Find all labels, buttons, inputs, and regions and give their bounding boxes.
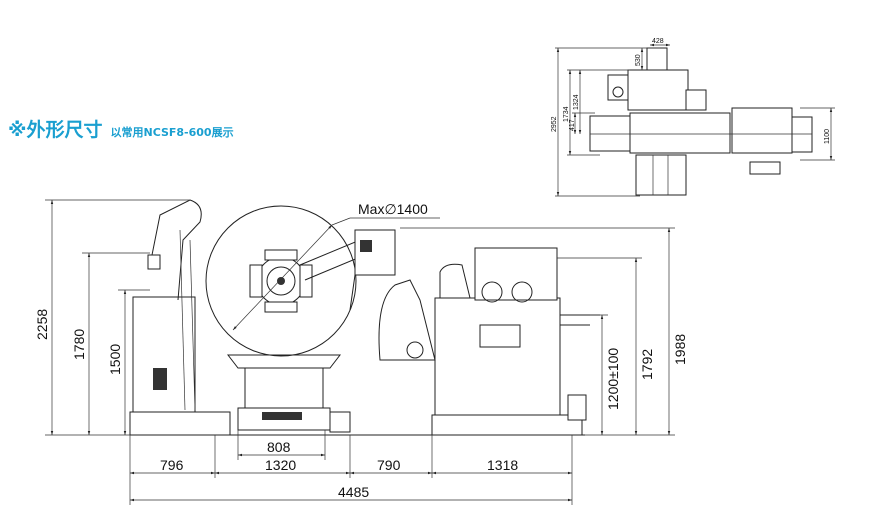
bottom-width-dimensions: 808 796 1320 790 1318 4485: [129, 430, 573, 505]
front-view-machine: [129, 199, 600, 436]
top-height-1324: 1324: [573, 94, 580, 110]
height-2258: 2258: [34, 309, 50, 340]
height-1780: 1780: [71, 329, 87, 360]
right-height-dimensions: 1200±100 1792 1988: [400, 227, 688, 436]
width-796: 796: [160, 457, 184, 473]
width-1318: 1318: [487, 457, 518, 473]
pass-line-height: 1200±100: [605, 348, 621, 410]
heading-subtitle: 以常用NCSF8-600展示: [110, 126, 234, 139]
top-height-2952: 2952: [551, 116, 558, 132]
max-diameter-label: Max∅1400: [358, 201, 428, 217]
width-790: 790: [377, 457, 401, 473]
heading-title: ※外形尺寸: [8, 119, 103, 141]
width-808: 808: [267, 439, 291, 455]
top-height-530: 530: [635, 54, 642, 66]
left-height-dimensions: 2258 1780 1500: [34, 199, 190, 436]
top-view-machine: [589, 47, 813, 196]
top-view-dimensions: 428 530 2952 1734 1324 417 1100: [551, 38, 835, 197]
section-heading: ※外形尺寸 以常用NCSF8-600展示: [8, 115, 234, 142]
height-1500: 1500: [107, 344, 123, 375]
width-4485: 4485: [338, 484, 369, 500]
height-1792: 1792: [639, 349, 655, 380]
top-height-1734: 1734: [563, 106, 570, 122]
width-1320: 1320: [265, 457, 296, 473]
top-width-428: 428: [652, 38, 664, 45]
top-height-417: 417: [569, 119, 576, 131]
top-width-1100: 1100: [824, 129, 831, 144]
max-diameter-callout: Max∅1400: [232, 201, 440, 331]
height-1988: 1988: [672, 334, 688, 365]
